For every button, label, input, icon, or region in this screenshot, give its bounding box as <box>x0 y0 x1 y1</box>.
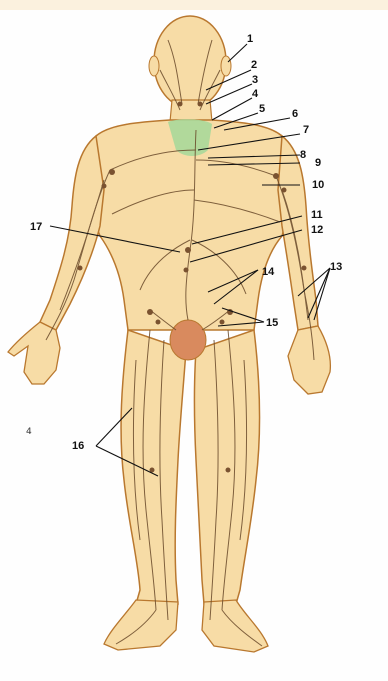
leader-line-13c <box>314 268 330 320</box>
label-4: 4 <box>252 88 259 100</box>
label-15: 15 <box>266 317 278 329</box>
right-foot <box>202 600 268 652</box>
label-5: 5 <box>259 103 265 115</box>
label-8: 8 <box>300 149 306 161</box>
label-17: 17 <box>30 221 42 233</box>
label-12: 12 <box>311 224 323 236</box>
stray-mark: 4 <box>26 427 32 437</box>
leader-line-1 <box>228 44 247 62</box>
label-3: 3 <box>252 74 258 86</box>
left-arm <box>40 136 104 330</box>
label-2: 2 <box>251 59 257 71</box>
label-6: 6 <box>292 108 298 120</box>
label-10: 10 <box>312 179 324 191</box>
label-13: 13 <box>330 261 342 273</box>
right-hand <box>288 326 330 394</box>
label-1: 1 <box>247 33 253 45</box>
label-16: 16 <box>72 440 84 452</box>
left-leg <box>121 330 186 604</box>
label-11: 11 <box>311 209 323 221</box>
body-silhouette <box>8 16 330 652</box>
label-9: 9 <box>315 157 321 169</box>
right-ear <box>221 56 231 76</box>
neck <box>170 100 212 122</box>
label-14: 14 <box>262 266 275 278</box>
label-7: 7 <box>303 124 309 136</box>
right-leg <box>195 330 260 604</box>
head <box>154 16 226 108</box>
genital-region <box>170 320 206 360</box>
left-ear <box>149 56 159 76</box>
left-hand <box>8 322 60 384</box>
